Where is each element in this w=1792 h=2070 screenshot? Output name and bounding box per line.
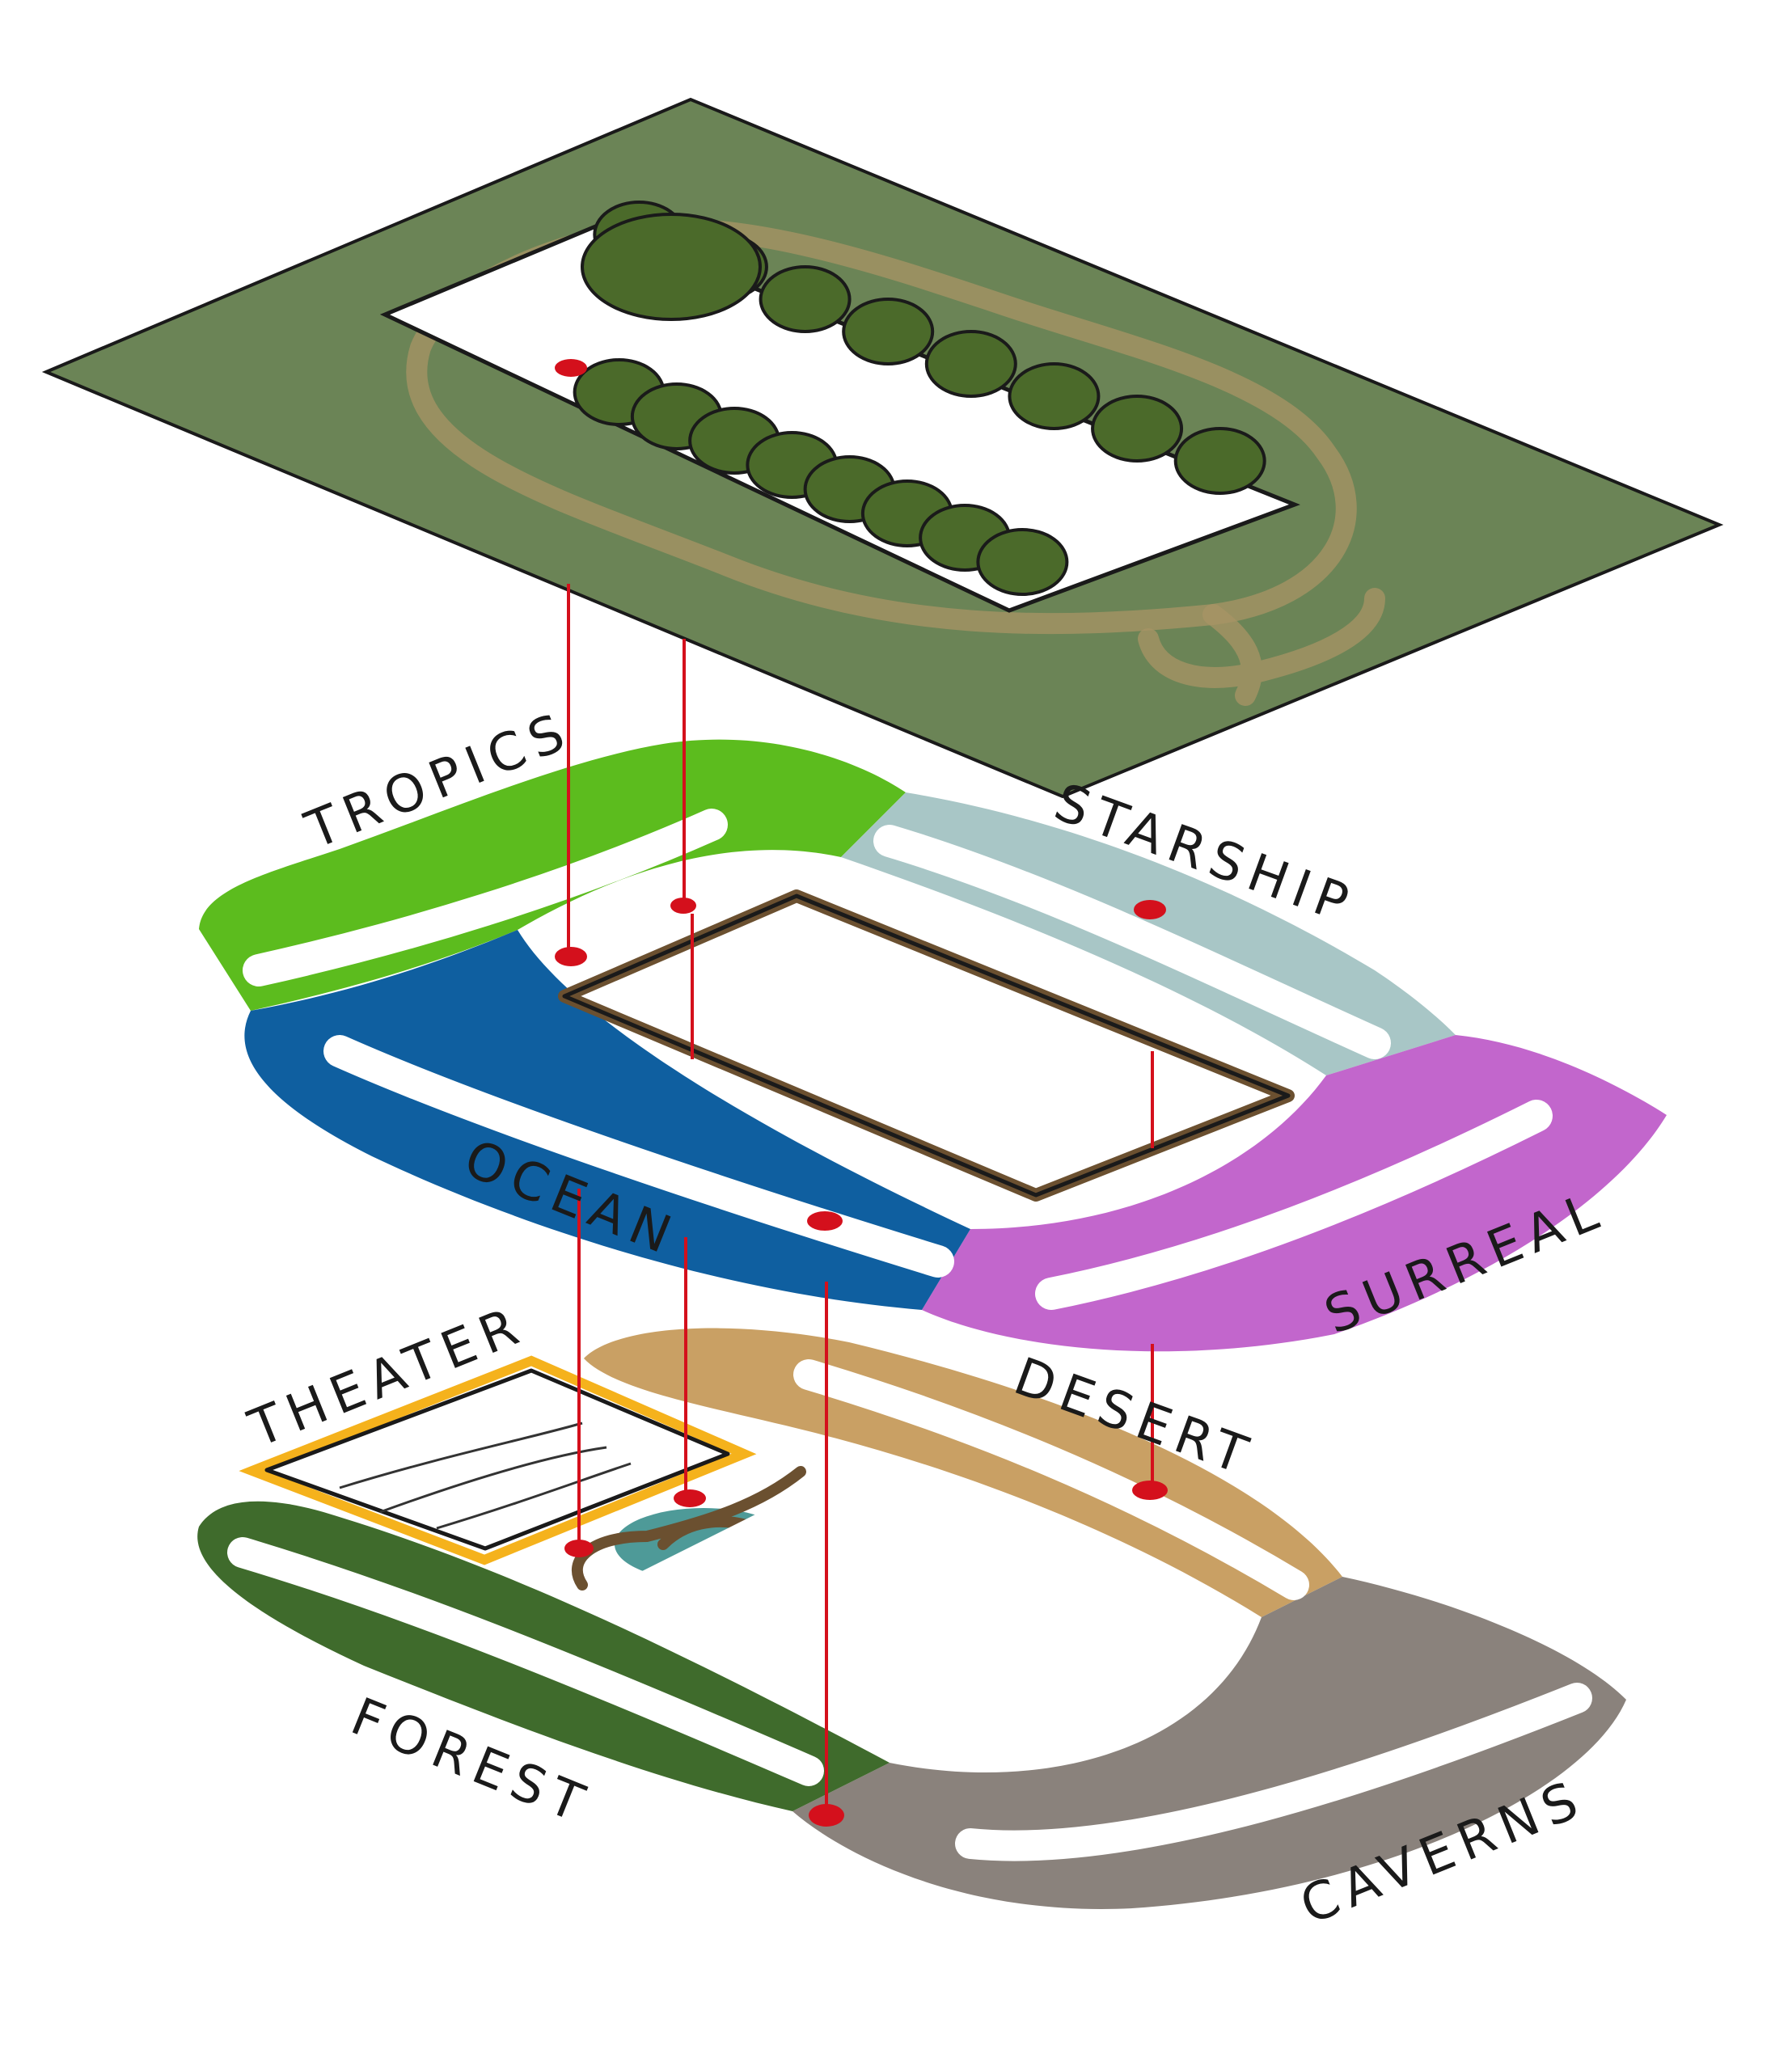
red-marker — [1134, 900, 1166, 919]
tree-icon — [1091, 395, 1184, 463]
courtyard-cutout — [379, 223, 1300, 613]
tree-icon — [976, 528, 1069, 596]
middle-layer — [199, 739, 1667, 1352]
middle-corridors — [243, 809, 1553, 1310]
tree-row — [573, 201, 1266, 596]
tree-icon — [759, 265, 852, 333]
red-marker — [555, 947, 587, 966]
red-marker — [674, 1489, 706, 1507]
red-marker — [670, 898, 696, 914]
red-marker — [555, 359, 587, 377]
theater-seating-lines — [339, 1422, 632, 1530]
bottom-corridors — [227, 1359, 1592, 1861]
tree-icon — [1008, 362, 1101, 430]
tree-icon — [924, 330, 1017, 398]
red-marker — [807, 1211, 843, 1231]
region-caverns — [792, 1577, 1626, 1909]
red-marker — [1132, 1481, 1168, 1500]
top-layer — [41, 97, 1724, 799]
tree-icon — [1173, 427, 1266, 495]
region-desert — [584, 1328, 1342, 1617]
red-marker — [809, 1804, 844, 1827]
red-marker — [564, 1540, 594, 1557]
middle-inner-outline — [562, 893, 1291, 1198]
tree-icon — [842, 298, 935, 365]
trail-branch — [1138, 588, 1385, 706]
theater-outline — [264, 1368, 730, 1551]
bottom-layer — [197, 1328, 1626, 1909]
big-tree-icon — [581, 213, 762, 321]
bottom-inner-area — [615, 1480, 1253, 1763]
layer-connectors — [567, 584, 1154, 1811]
